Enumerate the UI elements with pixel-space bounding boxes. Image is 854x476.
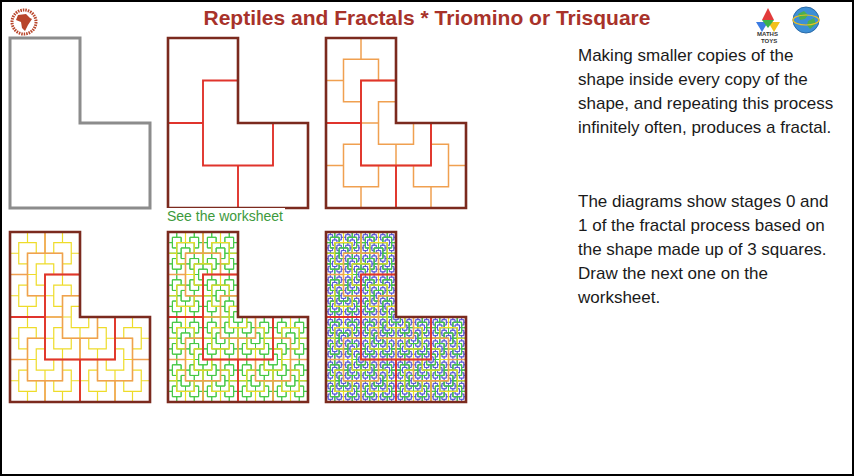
icon-text: TOYS (761, 38, 777, 45)
globe-icon (793, 7, 819, 33)
maths-toys-icon (756, 8, 780, 32)
body-text: The diagrams show stages 0 and 1 of the … (578, 190, 840, 310)
tromino-outline (168, 38, 308, 208)
tromino-outline (10, 232, 150, 402)
tromino-outline (168, 232, 308, 402)
tromino-outline (326, 38, 466, 208)
worksheet-link: See the worksheet (165, 208, 285, 224)
tromino-outline (168, 232, 308, 402)
tromino-outline (326, 232, 466, 402)
tromino-outline (168, 232, 308, 402)
slide-title: Reptiles and Fractals * Triomino or Tris… (0, 6, 854, 30)
tromino-outline (168, 232, 308, 402)
africa-logo (12, 10, 36, 34)
tromino-outline (326, 232, 466, 402)
tromino-outline (326, 38, 466, 208)
tromino-outline (326, 232, 466, 402)
tromino-outline (326, 38, 466, 208)
tromino-outline (168, 38, 308, 208)
icon-text: MATHS (757, 31, 778, 38)
tromino-outline (10, 38, 150, 208)
tromino-outline (10, 232, 150, 402)
body-text: Making smaller copies of the shape insid… (578, 44, 840, 140)
tromino-outline (10, 232, 150, 402)
tromino-outline (326, 232, 466, 402)
tromino-outline (10, 232, 150, 402)
tromino-outline (168, 232, 308, 402)
tromino-outline (326, 232, 466, 402)
tromino-outline (326, 232, 466, 402)
